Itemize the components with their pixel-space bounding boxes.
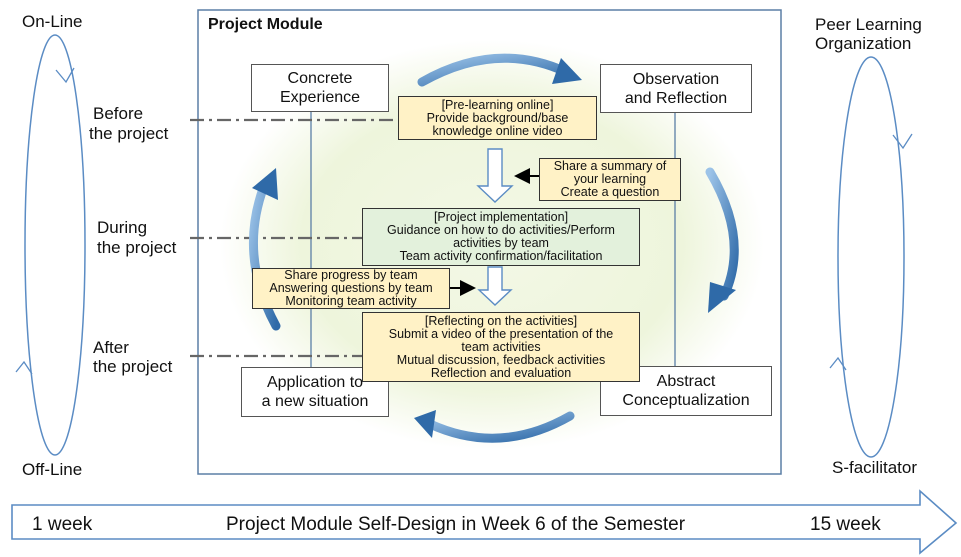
- summary-note: Share a summary of your learning Create …: [539, 158, 681, 201]
- abstract-conceptualization-box: Abstract Conceptualization: [600, 366, 772, 416]
- concrete-experience-line1: Concrete: [287, 70, 353, 87]
- prelearning-line3: knowledge online video: [432, 123, 563, 138]
- concrete-experience-box: Concrete Experience: [251, 64, 389, 112]
- phase-after-line1: After: [93, 338, 129, 357]
- reflecting-line5: Reflection and evaluation: [430, 365, 572, 380]
- phase-after-line2: the project: [93, 357, 173, 376]
- progress-note: Share progress by team Answering questio…: [252, 268, 450, 309]
- summary-line2: your learning: [573, 172, 647, 186]
- right-cycle-arrowhead-bottom: [829, 356, 847, 371]
- phase-before-line1: Before: [93, 104, 144, 123]
- summary-line1: Share a summary of: [553, 159, 667, 173]
- application-line1: Application to: [266, 374, 364, 391]
- project-module-frame: [197, 9, 782, 475]
- prelearning-title: [Pre-learning online]: [441, 97, 554, 112]
- timeline-center-label: Project Module Self-Design in Week 6 of …: [226, 514, 686, 535]
- phase-during-line1: During: [97, 218, 148, 237]
- peer-facilitator-cycle: [837, 56, 905, 458]
- offline-label: Off-Line: [22, 460, 83, 479]
- progress-line1: Share progress by team: [284, 268, 418, 282]
- right-cycle-arrowhead-top: [892, 133, 913, 150]
- down-arrow-1: [476, 148, 514, 203]
- cycle-arrow-right: [705, 167, 739, 313]
- phase-before-line2: the project: [89, 124, 169, 143]
- s-facilitator-label: S-facilitator: [832, 458, 918, 477]
- peer-learning-label: Peer Learning: [815, 15, 922, 34]
- phase-during-line2: the project: [97, 238, 177, 257]
- concrete-experience-line2: Experience: [279, 89, 361, 106]
- cycle-arrow-bottom: [414, 410, 575, 443]
- reflecting-line3: team activities: [461, 339, 541, 354]
- organization-label: Organization: [815, 34, 912, 53]
- implementation-title: [Project implementation]: [433, 210, 569, 224]
- implementation-line2: Guidance on how to do activities/Perform: [387, 223, 615, 237]
- down-arrow-2: [477, 266, 513, 306]
- timeline-arrow: [11, 489, 958, 555]
- implementation-line4: Team activity confirmation/facilitation: [399, 249, 603, 263]
- observation-reflection-line1: Observation: [632, 70, 720, 88]
- timeline-end-label: 15 week: [810, 514, 881, 535]
- project-module-title: Project Module: [208, 16, 323, 33]
- abstract-conceptualization-line2: Conceptualization: [622, 392, 750, 409]
- left-cycle-arrowhead-top: [55, 67, 75, 84]
- reflecting-line4: Mutual discussion, feedback activities: [396, 352, 606, 367]
- online-offline-cycle: [24, 34, 86, 456]
- cycle-arrow-top: [417, 53, 582, 87]
- observation-reflection-line2: and Reflection: [624, 89, 728, 107]
- reflecting-line2: Submit a video of the presentation of th…: [388, 326, 614, 341]
- observation-reflection-box: Observation and Reflection: [600, 64, 752, 113]
- timeline-start-label: 1 week: [32, 514, 93, 535]
- abstract-conceptualization-line1: Abstract: [656, 373, 716, 390]
- prelearning-note: [Pre-learning online] Provide background…: [398, 96, 597, 140]
- implementation-line3: activities by team: [453, 236, 549, 250]
- reflecting-note: [Reflecting on the activities] Submit a …: [362, 312, 640, 382]
- progress-line2: Answering questions by team: [269, 281, 433, 295]
- prelearning-line2: Provide background/base: [426, 110, 569, 125]
- progress-line3: Monitoring team activity: [285, 294, 417, 308]
- application-line2: a new situation: [261, 393, 369, 410]
- implementation-note: [Project implementation] Guidance on how…: [362, 208, 640, 266]
- summary-line3: Create a question: [560, 185, 660, 199]
- cycle-arrow-left: [248, 168, 281, 331]
- left-cycle-arrowhead-bottom: [15, 360, 33, 375]
- online-label: On-Line: [22, 12, 83, 31]
- reflecting-title: [Reflecting on the activities]: [424, 313, 578, 328]
